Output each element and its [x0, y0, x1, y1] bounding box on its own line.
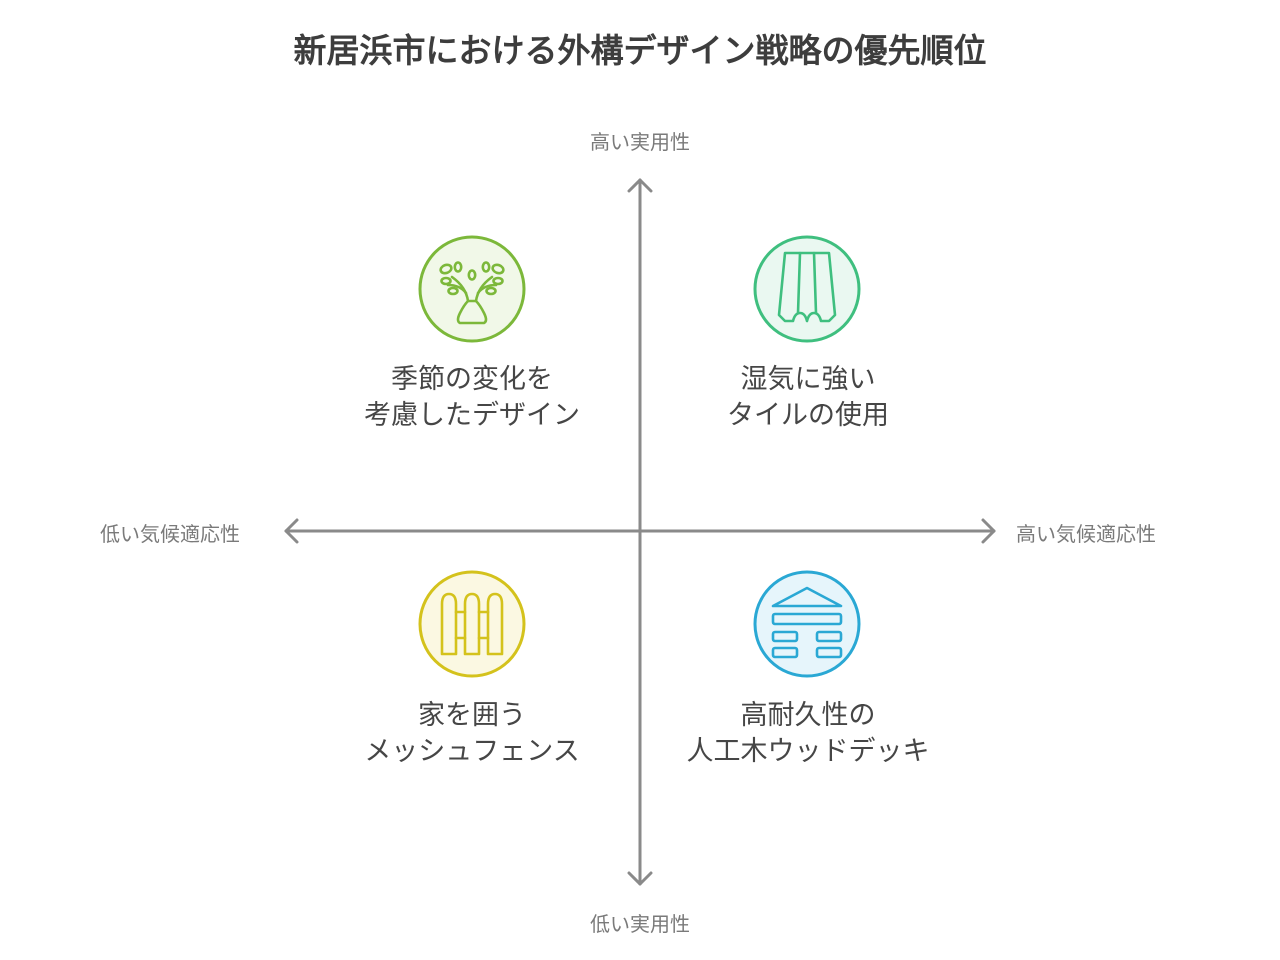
fence-icon: [418, 570, 526, 678]
label-line-2: メッシュフェンス: [364, 736, 580, 767]
quadrant-top-left-icon: [418, 235, 526, 343]
arrow-left-icon: [284, 518, 299, 544]
label-line-2: タイルの使用: [727, 400, 889, 431]
y-axis-low-label: 低い実用性: [590, 912, 690, 936]
arrow-right-icon: [981, 518, 996, 544]
label-line-1: 湿気に強い: [740, 364, 876, 395]
quadrant-bottom-left-icon: [418, 570, 526, 678]
roof-tile-icon: [753, 235, 861, 343]
quadrant-bottom-left-label: 家を囲う メッシュフェンス: [312, 698, 632, 770]
label-line-1: 季節の変化を: [391, 364, 553, 395]
arrow-up-icon: [627, 178, 653, 193]
label-line-1: 家を囲う: [418, 700, 526, 731]
label-line-1: 高耐久性の: [740, 700, 876, 731]
x-axis-low-label: 低い気候適応性: [100, 522, 240, 546]
quadrant-bottom-right-icon: [753, 570, 861, 678]
diagram-title: 新居浜市における外構デザイン戦略の優先順位: [293, 31, 987, 70]
y-axis-high-label: 高い実用性: [590, 130, 690, 154]
quadrant-top-right-label: 湿気に強い タイルの使用: [648, 362, 968, 434]
x-axis-high-label: 高い気候適応性: [1016, 522, 1156, 546]
label-line-2: 考慮したデザイン: [364, 400, 580, 431]
wood-deck-icon: [753, 570, 861, 678]
quadrant-top-right-icon: [753, 235, 861, 343]
label-line-2: 人工木ウッドデッキ: [686, 736, 930, 767]
arrow-down-icon: [627, 871, 653, 886]
quadrant-bottom-right-label: 高耐久性の 人工木ウッドデッキ: [648, 698, 968, 770]
quadrant-top-left-label: 季節の変化を 考慮したデザイン: [312, 362, 632, 434]
plant-vase-icon: [418, 235, 526, 343]
